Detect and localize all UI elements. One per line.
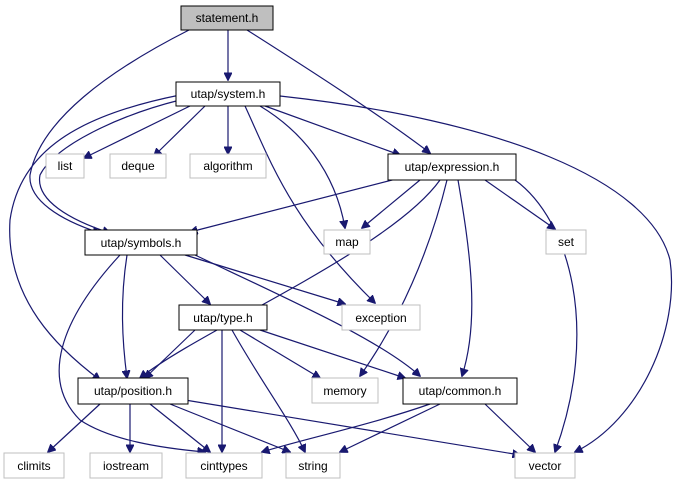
edge-expression-set [484, 179, 555, 229]
node-symbols[interactable]: utap/symbols.h [84, 229, 198, 256]
node-system[interactable]: utap/system.h [175, 81, 281, 107]
node-expression-label: utap/expression.h [405, 160, 500, 174]
node-map-label: map [335, 235, 359, 249]
edge-symbols-common [194, 254, 420, 376]
edge-system-vector [279, 95, 673, 452]
edge-system-list [84, 105, 191, 158]
edge-system-symbols [39, 99, 181, 233]
edge-expression-symbols [190, 177, 401, 232]
edge-system-deque [154, 105, 206, 156]
edge-system-expression [264, 105, 400, 155]
node-cinttypes-label: cinttypes [200, 459, 247, 473]
edge-expression-common [457, 179, 473, 376]
node-climits[interactable]: climits [3, 452, 65, 479]
node-vector[interactable]: vector [514, 452, 576, 479]
node-common-label: utap/common.h [419, 384, 502, 398]
edge-common-string [340, 403, 441, 452]
edge-type-common [259, 329, 405, 378]
node-deque[interactable]: deque [109, 153, 167, 179]
edge-symbols-type [159, 254, 210, 304]
edge-symbols-cinttypes [58, 254, 205, 452]
node-vector-label: vector [529, 459, 562, 473]
node-exception-label: exception [355, 311, 406, 325]
edge-position-string [169, 403, 290, 452]
edge-common-vector [484, 403, 535, 452]
edge-system-exception [244, 105, 375, 303]
node-statement[interactable]: statement.h [180, 5, 274, 31]
node-list-label: list [58, 159, 73, 173]
node-map[interactable]: map [323, 229, 371, 255]
edge-position-climits [48, 403, 101, 452]
node-memory-label: memory [323, 384, 366, 398]
edge-expression-map [362, 179, 421, 228]
edge-common-cinttypes [262, 403, 431, 452]
edge-symbols-position [122, 254, 127, 378]
node-string[interactable]: string [285, 452, 341, 479]
node-memory[interactable]: memory [311, 377, 379, 404]
node-symbols-label: utap/symbols.h [101, 236, 182, 250]
node-iostream[interactable]: iostream [89, 452, 163, 479]
node-position[interactable]: utap/position.h [77, 377, 189, 405]
node-position-label: utap/position.h [94, 384, 172, 398]
node-algorithm[interactable]: algorithm [189, 153, 267, 179]
node-iostream-label: iostream [103, 459, 149, 473]
node-type[interactable]: utap/type.h [178, 304, 268, 331]
edge-statement-expression [246, 29, 430, 153]
node-list[interactable]: list [45, 153, 85, 179]
node-set[interactable]: set [545, 229, 587, 255]
edge-expression-vector [514, 179, 578, 452]
edge-expression-position [140, 179, 441, 378]
node-exception[interactable]: exception [341, 304, 421, 331]
node-string-label: string [298, 459, 327, 473]
edge-position-cinttypes [149, 403, 210, 452]
node-climits-label: climits [17, 459, 50, 473]
edge-system-map [259, 105, 345, 228]
node-cinttypes[interactable]: cinttypes [185, 452, 263, 479]
edge-expression-memory [360, 179, 448, 376]
edge-statement-symbols [29, 29, 190, 233]
node-system-label: utap/system.h [191, 87, 266, 101]
node-expression[interactable]: utap/expression.h [387, 153, 517, 181]
node-set-label: set [558, 235, 575, 249]
node-statement-label: statement.h [196, 11, 259, 25]
edge-type-position [145, 329, 196, 378]
node-type-label: utap/type.h [193, 311, 252, 325]
edges [9, 29, 673, 455]
node-algorithm-label: algorithm [203, 159, 252, 173]
edge-system-position [9, 94, 181, 380]
node-deque-label: deque [121, 159, 155, 173]
edge-type-memory [239, 329, 320, 378]
edge-symbols-exception [184, 254, 345, 304]
node-common[interactable]: utap/common.h [402, 377, 518, 405]
